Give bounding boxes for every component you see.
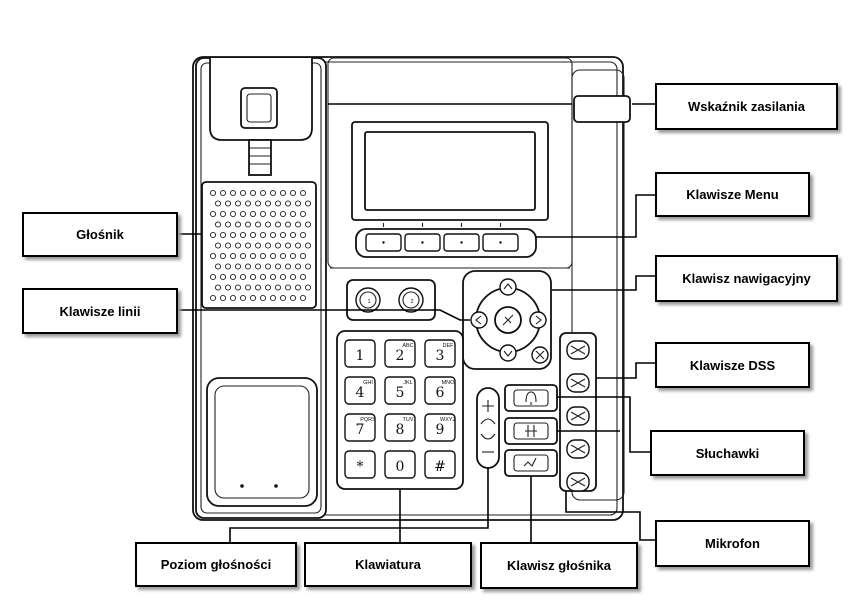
speaker-key[interactable] — [504, 449, 558, 477]
power-indicator — [573, 95, 631, 123]
grille-dots — [209, 189, 312, 302]
keypad-letters: MNO — [442, 380, 456, 386]
label-mic: Mikrofon — [655, 520, 810, 567]
keypad-key-#[interactable] — [424, 450, 456, 479]
keypad-digit: 3 — [436, 348, 445, 364]
keypad-letters: WXYZ — [440, 417, 457, 423]
keypad-letters: GHI — [363, 380, 373, 386]
label-nav-key: Klawisz nawigacyjny — [655, 255, 838, 302]
keypad-key-*[interactable] — [344, 450, 376, 479]
leader-lines — [178, 103, 655, 542]
keypad-digit: 2 — [396, 348, 405, 364]
keypad-digit: 5 — [396, 385, 405, 401]
label-menu-keys: Klawisze Menu — [655, 172, 810, 217]
keypad-key-3[interactable] — [424, 339, 456, 368]
keypad-digit: 1 — [356, 348, 365, 364]
label-power: Wskaźnik zasilania — [655, 83, 838, 130]
keypad-digit: 7 — [356, 422, 365, 438]
keypad-letters: JKL — [403, 380, 412, 386]
keypad-key-2[interactable] — [384, 339, 416, 368]
keypad-digit: 9 — [436, 422, 445, 438]
headset-key[interactable] — [504, 384, 558, 412]
menu-keys[interactable] — [365, 223, 519, 252]
keypad-key-1[interactable] — [344, 339, 376, 368]
keypad-key-4[interactable] — [344, 376, 376, 405]
keypad-key-7[interactable] — [344, 413, 376, 442]
keypad-digit: * — [357, 459, 364, 475]
dss-keys[interactable] — [566, 340, 590, 492]
keypad-letters: TUV — [403, 417, 414, 423]
keypad-digit: 6 — [436, 385, 445, 401]
line-key-number: 1 — [367, 299, 370, 305]
handset-cradle — [206, 377, 318, 507]
keypad-letters: PQRS — [360, 417, 376, 423]
keypad-key-6[interactable] — [424, 376, 456, 405]
keypad-letters: ABC — [402, 343, 413, 349]
keypad-digit: 0 — [396, 459, 405, 475]
keypad-digit: 4 — [356, 385, 365, 401]
keypad-letters: DEF — [443, 343, 455, 349]
label-speaker-key: Klawisz głośnika — [480, 542, 638, 589]
keypad-key-8[interactable] — [384, 413, 416, 442]
keypad-key-0[interactable] — [384, 450, 416, 479]
keypad-digit: 8 — [396, 422, 405, 438]
line-key-number: 2 — [410, 299, 413, 305]
keypad-key-9[interactable] — [424, 413, 456, 442]
keypad-digit: # — [434, 459, 446, 475]
keypad-key-5[interactable] — [384, 376, 416, 405]
label-headset: Słuchawki — [650, 430, 805, 476]
label-line-keys: Klawisze linii — [22, 288, 178, 334]
lcd-screen — [364, 131, 536, 211]
label-volume: Poziom głośności — [135, 542, 297, 587]
label-dss-keys: Klawisze DSS — [655, 342, 810, 388]
label-speaker-grille: Głośnik — [22, 212, 178, 257]
label-keypad: Klawiatura — [304, 542, 472, 587]
